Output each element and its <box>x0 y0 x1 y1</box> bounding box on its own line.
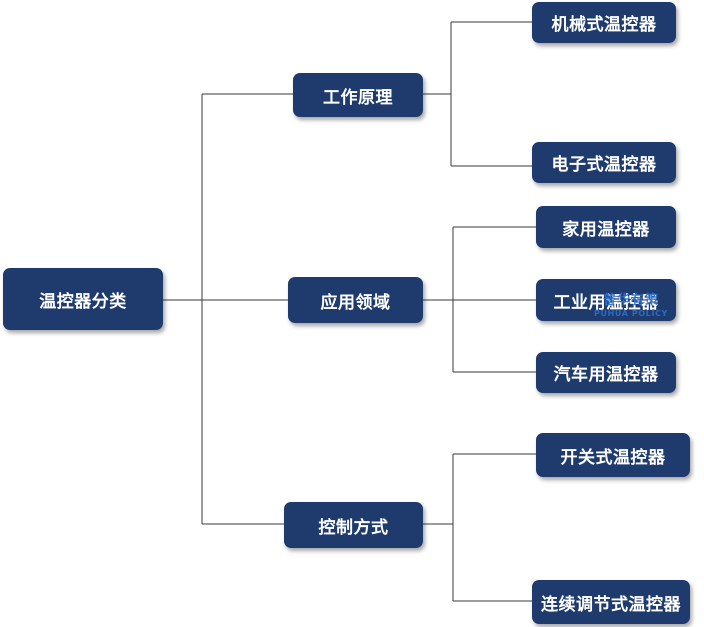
leaf-node-electronic: 电子式温控器 <box>532 142 676 183</box>
leaf-node-industrial: 工业用温控器 <box>536 279 676 321</box>
leaf-label: 家用温控器 <box>562 219 650 240</box>
root-node: 温控器分类 <box>3 268 163 330</box>
category-label: 应用领域 <box>320 292 391 313</box>
leaf-label: 工业用温控器 <box>553 292 659 313</box>
leaf-node-on-off: 开关式温控器 <box>536 433 690 477</box>
leaf-node-automotive: 汽车用温控器 <box>536 352 676 393</box>
category-node-control-method: 控制方式 <box>284 502 423 548</box>
leaf-node-continuous: 连续调节式温控器 <box>532 580 690 624</box>
category-label: 工作原理 <box>323 87 393 108</box>
category-label: 控制方式 <box>318 517 389 538</box>
watermark-text-cn: 普华有策 <box>602 293 659 308</box>
watermark-text-en: PUHUA POLICY <box>594 309 668 318</box>
leaf-node-mechanical: 机械式温控器 <box>532 2 676 43</box>
leaf-label: 电子式温控器 <box>551 155 657 175</box>
root-node-label: 温控器分类 <box>39 291 127 312</box>
watermark-logo: 普华有策 PUHUA POLICY <box>591 294 671 318</box>
category-node-application-field: 应用领域 <box>288 277 423 323</box>
category-node-working-principle: 工作原理 <box>293 73 423 117</box>
leaf-node-household: 家用温控器 <box>536 206 676 248</box>
leaf-label: 机械式温控器 <box>551 15 657 35</box>
leaf-label: 连续调节式温控器 <box>541 594 681 615</box>
leaf-label: 汽车用温控器 <box>553 365 659 385</box>
leaf-label: 开关式温控器 <box>560 447 666 468</box>
